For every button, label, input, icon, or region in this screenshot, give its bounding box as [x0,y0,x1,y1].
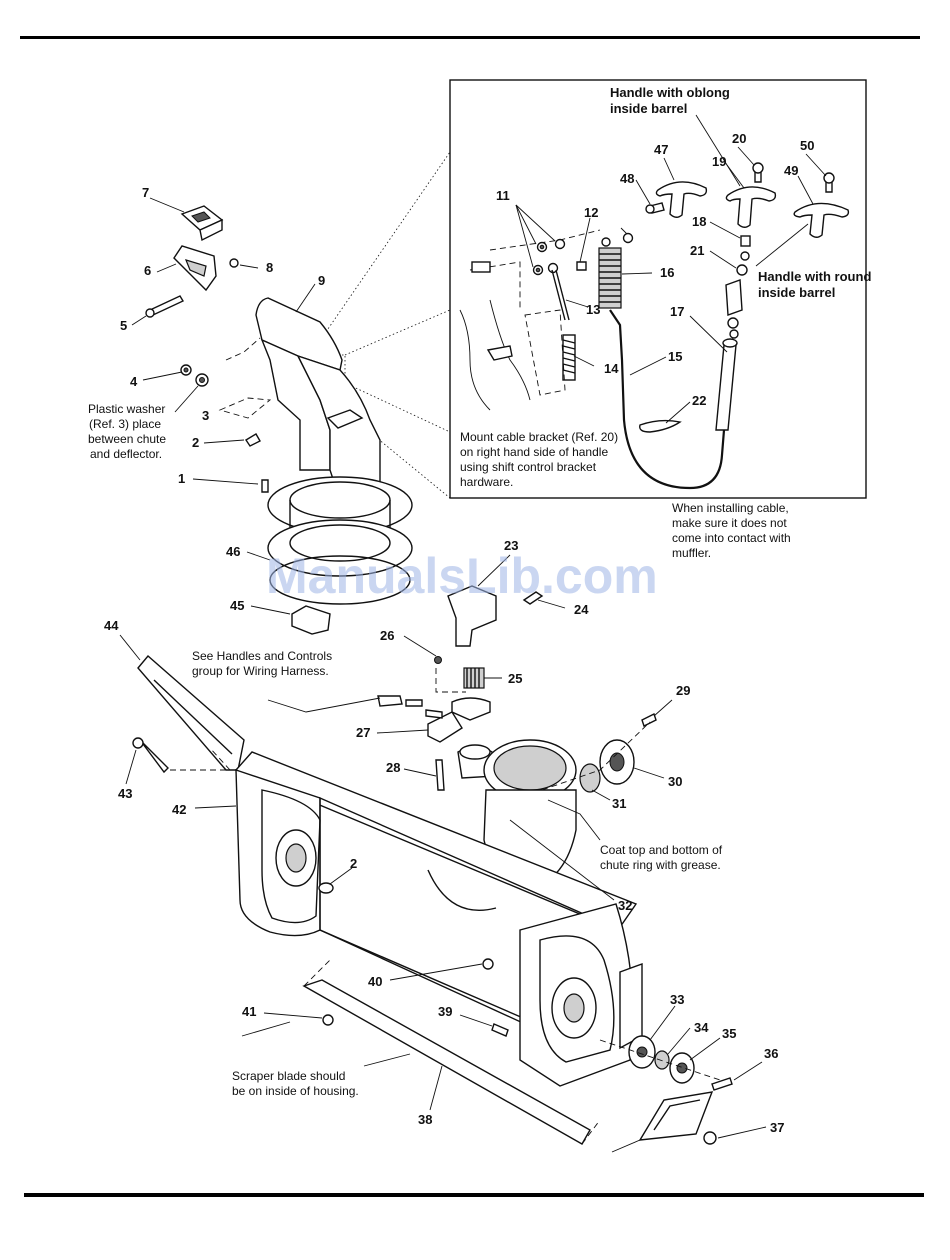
part-label-39: 39 [438,1004,452,1019]
part-label-6: 6 [144,263,151,278]
part-label-44: 44 [104,618,119,633]
svg-text:come into contact with: come into contact with [672,531,791,545]
part-label-20: 21 [690,243,704,258]
part-label-35: 36 [764,1046,778,1061]
part-label-26: 27 [356,725,370,740]
svg-text:Plastic washer: Plastic washer [88,402,165,416]
svg-text:When installing cable,: When installing cable, [672,501,789,515]
svg-text:See Handles and Controls: See Handles and Controls [192,649,332,663]
svg-text:group for Wiring Harness.: group for Wiring Harness. [192,664,329,678]
part-label-7: 7 [142,185,149,200]
svg-text:hardware.: hardware. [460,475,513,489]
svg-text:be on inside of housing.: be on inside of housing. [232,1084,359,1098]
svg-text:make sure it does not: make sure it does not [672,516,787,530]
part-label-28: 29 [676,683,690,698]
part-label-41: 41 [242,1004,256,1019]
note-handle-round: Handle with round inside barrel [758,269,871,300]
part-label-48: 48 [620,171,634,186]
part-label-33: 34 [694,1020,709,1035]
svg-text:Mount cable bracket (Ref. 20): Mount cable bracket (Ref. 20) [460,430,618,444]
note-coat-chute: Coat top and bottom of chute ring with g… [600,843,723,872]
note-mount-cable: Mount cable bracket (Ref. 20) on right h… [460,430,618,489]
note-plastic-washer: Plastic washer (Ref. 3) place between ch… [88,402,166,461]
part-label-47: 47 [654,142,668,157]
part-label-38: 38 [418,1112,432,1127]
top-rule [20,36,920,39]
part-label-1: 1 [178,471,185,486]
part-label-19: 20 [732,131,746,146]
note-scraper: Scraper blade should be on inside of hou… [232,1069,359,1098]
svg-text:using shift control bracket: using shift control bracket [460,460,597,474]
part-label-25: 26 [380,628,394,643]
part-label-43: 43 [118,786,132,801]
part-label-36: 37 [770,1120,784,1135]
svg-text:inside barrel: inside barrel [758,285,835,300]
note-wiring-harness: See Handles and Controls group for Wirin… [192,649,332,678]
inset-frame [449,79,867,499]
part-label-18: 19 [712,154,726,169]
part-label-24: 25 [508,671,522,686]
svg-text:on right hand side of handle: on right hand side of handle [460,445,608,459]
part-label-13: 14 [604,361,619,376]
part-label-16: 17 [670,304,684,319]
part-label-4: 4 [130,374,138,389]
part-label-9: 9 [318,273,325,288]
svg-text:chute ring with grease.: chute ring with grease. [600,858,721,872]
bottom-rule [24,1193,924,1197]
part-label-40: 40 [368,974,382,989]
part-label-27: 28 [386,760,400,775]
part-label-14: 15 [668,349,682,364]
svg-text:Coat top and bottom of: Coat top and bottom of [600,843,723,857]
note-handle-oblong: Handle with oblong inside barrel [610,85,730,116]
part-label-31: 32 [618,898,632,913]
part-label-8: 8 [266,260,273,275]
part-label-21: 22 [692,393,706,408]
svg-text:Scraper blade should: Scraper blade should [232,1069,345,1083]
part-label-11: 12 [584,205,598,220]
part-label-3: 3 [202,408,209,423]
part-label-45: 45 [230,598,244,613]
svg-text:Handle with round: Handle with round [758,269,871,284]
svg-text:(Ref. 3) place: (Ref. 3) place [89,417,161,431]
svg-text:and deflector.: and deflector. [90,447,162,461]
part-label-50: 50 [800,138,814,153]
svg-text:between chute: between chute [88,432,166,446]
part-label-10: 11 [496,188,510,203]
part-label-22: 23 [504,538,518,553]
note-installing-cable: When installing cable, make sure it does… [672,501,791,560]
part-label-29: 30 [668,774,682,789]
watermark: ManualsLib.com [266,548,658,604]
svg-text:inside barrel: inside barrel [610,101,687,116]
part-label-12: 13 [586,302,600,317]
part-label-30: 31 [612,796,626,811]
svg-text:Handle with oblong: Handle with oblong [610,85,730,100]
part-label-34: 35 [722,1026,736,1041]
part-label-17: 18 [692,214,706,229]
part-label-2: 2 [192,435,199,450]
part-label-23: 24 [574,602,589,617]
part-label-49: 49 [784,163,798,178]
svg-text:muffler.: muffler. [672,546,711,560]
part-label-5: 5 [120,318,127,333]
part-label-15: 16 [660,265,674,280]
part-labels: 7 6 8 5 9 4 3 2 1 46 45 23 24 26 25 27 2… [104,131,814,1135]
part-label-32: 33 [670,992,684,1007]
part-label-46: 46 [226,544,240,559]
part-label-2b: 2 [350,856,357,871]
part-label-42: 42 [172,802,186,817]
